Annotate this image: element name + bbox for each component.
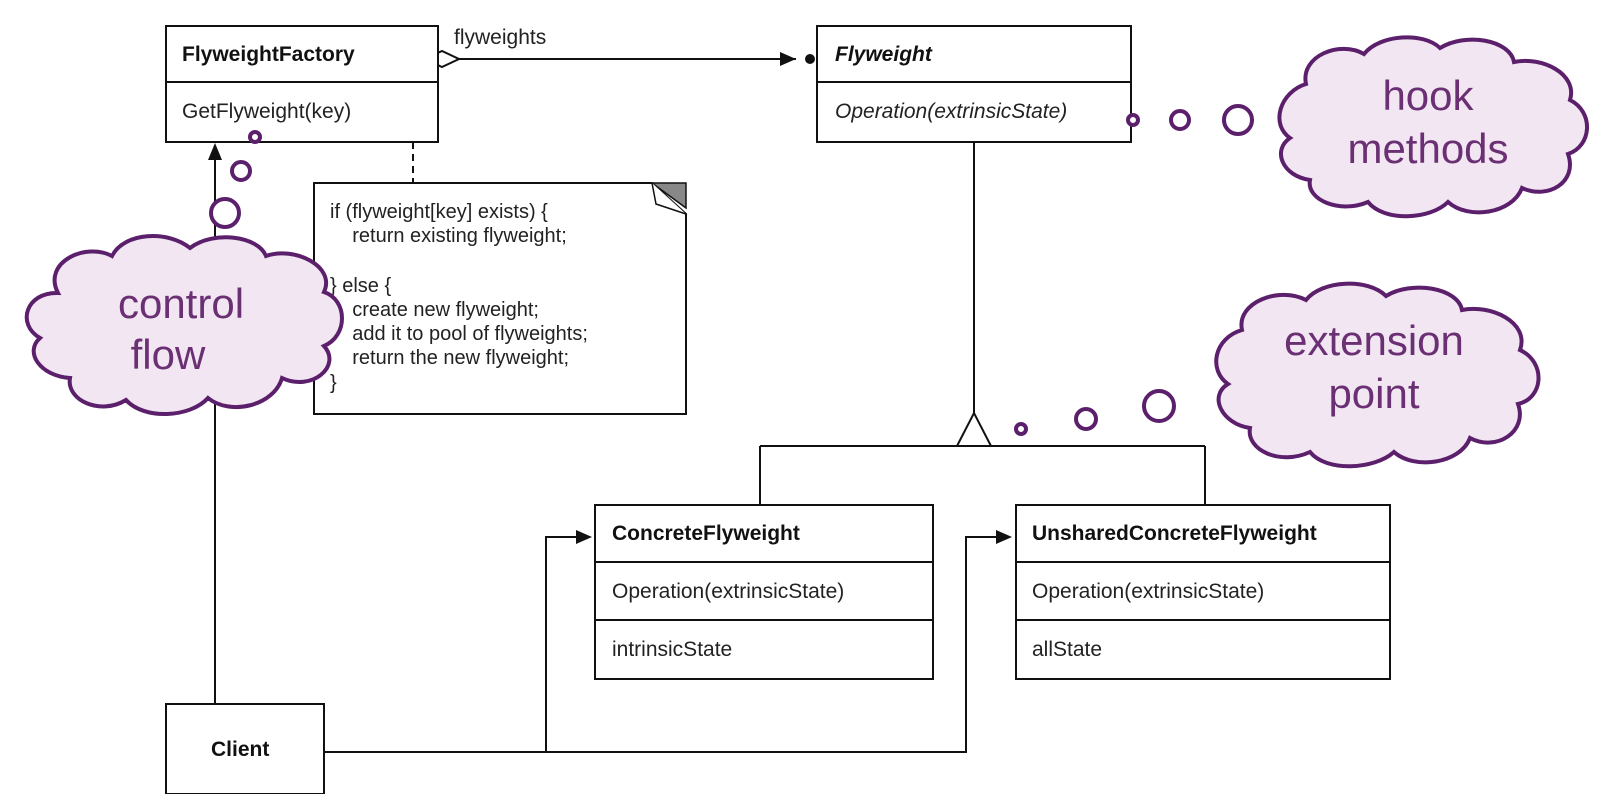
note-line: return existing flyweight;: [330, 225, 567, 247]
inheritance-triangle: [955, 410, 993, 447]
class-flyweight-factory[interactable]: FlyweightFactory GetFlyweight(key): [165, 25, 439, 143]
class-unshared-concrete-flyweight[interactable]: UnsharedConcreteFlyweight Operation(extr…: [1015, 504, 1391, 680]
thought-bubble: [1074, 407, 1098, 431]
class-flyweight[interactable]: Flyweight Operation(extrinsicState): [816, 25, 1132, 143]
note-line: return the new flyweight;: [330, 347, 569, 369]
cloud-shape: [1214, 281, 1541, 469]
association-label: flyweights: [454, 26, 546, 49]
class-attribute: intrinsicState: [612, 638, 732, 661]
client-concrete-arrowhead: [576, 530, 592, 544]
class-name: Flyweight: [835, 43, 933, 66]
thought-bubble: [1169, 109, 1191, 131]
cloud-shape: [1277, 35, 1589, 219]
callout-control-flow: control flow: [24, 130, 344, 416]
callout-text: hook: [1382, 72, 1474, 119]
class-name: FlyweightFactory: [182, 43, 355, 66]
note-line: create new flyweight;: [330, 299, 539, 321]
thought-bubble: [1014, 422, 1028, 436]
callout-text: control: [118, 280, 244, 327]
callout-text: methods: [1347, 125, 1508, 172]
cloud-shape: [24, 234, 344, 416]
implementation-note: if (flyweight[key] exists) { return exis…: [313, 182, 687, 415]
note-line: }: [330, 372, 337, 394]
aggregation-arrow-dot: [805, 54, 815, 64]
client-unshared-line: [546, 536, 996, 753]
callout-extension-point: extension point: [1014, 281, 1541, 469]
client-concrete-line: [324, 536, 576, 753]
class-operation: Operation(extrinsicState): [612, 580, 844, 603]
thought-bubble: [1142, 389, 1176, 423]
callout-text: flow: [131, 331, 206, 378]
callout-text: point: [1328, 370, 1419, 417]
thought-bubble: [209, 197, 241, 229]
callout-hook-methods: hook methods: [1126, 35, 1589, 219]
class-client[interactable]: Client: [165, 703, 325, 794]
thought-bubble: [230, 160, 252, 182]
class-operation: Operation(extrinsicState): [1032, 580, 1264, 603]
client-unshared-arrowhead: [996, 530, 1012, 544]
class-operation: Operation(extrinsicState): [835, 100, 1067, 123]
thought-bubble: [1222, 104, 1254, 136]
note-line: if (flyweight[key] exists) {: [330, 201, 548, 223]
aggregation-arrowhead: [780, 52, 796, 66]
class-name: ConcreteFlyweight: [612, 522, 800, 545]
class-name: Client: [211, 738, 269, 761]
note-line: } else {: [330, 275, 391, 297]
class-attribute: allState: [1032, 638, 1102, 661]
thought-bubble: [1126, 113, 1140, 127]
client-factory-arrowhead: [208, 143, 222, 160]
class-operation: GetFlyweight(key): [182, 100, 351, 123]
note-line: add it to pool of flyweights;: [330, 323, 588, 345]
note-folded-corner: [649, 182, 687, 210]
class-concrete-flyweight[interactable]: ConcreteFlyweight Operation(extrinsicSta…: [594, 504, 934, 680]
thought-bubble: [248, 130, 262, 144]
callout-text: extension: [1284, 317, 1464, 364]
class-name: UnsharedConcreteFlyweight: [1032, 522, 1317, 545]
